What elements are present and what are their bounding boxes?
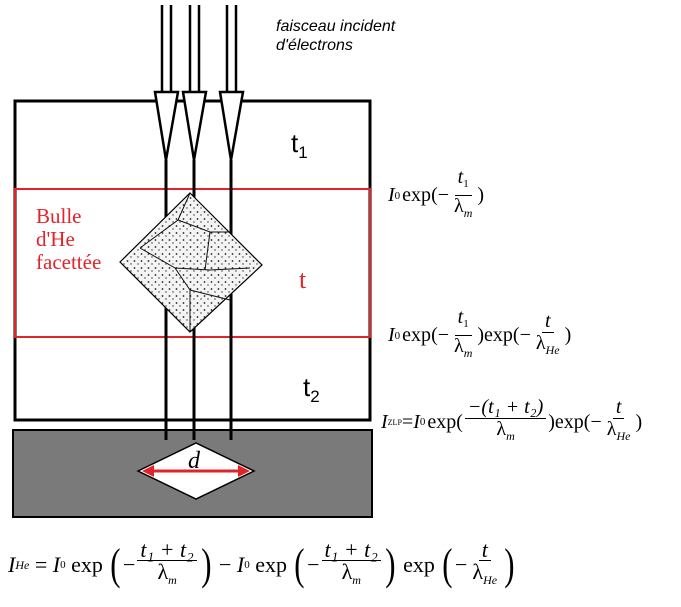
paren-open-3: ( — [442, 540, 453, 589]
bubble-label: Bulle d'He facettée — [36, 205, 101, 274]
d-label: d — [188, 448, 200, 474]
t2-label: t2 — [303, 372, 320, 406]
beam-caption-line2: d'électrons — [276, 37, 353, 54]
paren-close-3: ) — [504, 540, 515, 589]
paren-close-2: ) — [385, 540, 396, 589]
bubble-label-line2: d'He — [36, 227, 75, 251]
paren-close-1: ) — [200, 540, 212, 589]
t1-label: t1 — [291, 128, 308, 162]
beam-caption-line1: faisceau incident — [276, 18, 396, 35]
paren-open-1: ( — [110, 540, 121, 589]
paren-open-2: ( — [294, 540, 305, 589]
bubble-label-line3: facettée — [36, 250, 102, 274]
bubble-label-line1: Bulle — [36, 204, 82, 228]
faceted-bubble — [119, 192, 263, 333]
beam-caption: faisceau incident d'électrons — [276, 17, 395, 55]
d-diamond — [136, 442, 256, 500]
t-label: t — [299, 265, 307, 294]
